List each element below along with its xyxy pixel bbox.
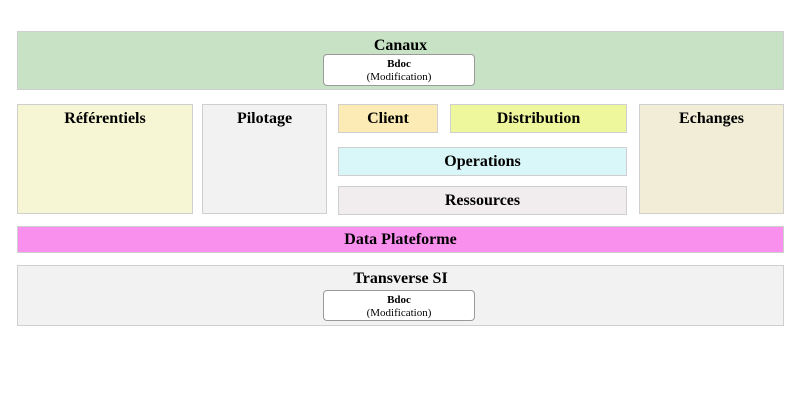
block-distribution: Distribution (450, 104, 627, 133)
block-echanges: Echanges (639, 104, 784, 214)
canaux-bdoc-name: Bdoc (387, 58, 411, 70)
canaux-bdoc-detail: (Modification) (366, 71, 432, 83)
layer-canaux-title: Canaux (373, 37, 428, 54)
layer-transverse-si-title: Transverse SI (353, 270, 448, 287)
block-referentiels: Référentiels (17, 104, 193, 214)
block-client: Client (338, 104, 438, 133)
block-echanges-title: Echanges (679, 110, 744, 127)
canaux-bdoc-box: Bdoc (Modification) (323, 54, 475, 86)
block-ressources: Ressources (338, 186, 627, 215)
block-distribution-title: Distribution (496, 109, 581, 127)
layer-data-plateforme: Data Plateforme (17, 226, 784, 253)
block-client-title: Client (367, 109, 409, 127)
layer-data-plateforme-title: Data Plateforme (344, 230, 457, 248)
transverse-bdoc-detail: (Modification) (366, 307, 432, 319)
block-ressources-title: Ressources (444, 191, 521, 209)
transverse-bdoc-name: Bdoc (387, 294, 411, 306)
transverse-bdoc-box: Bdoc (Modification) (323, 290, 475, 321)
block-operations-title: Operations (444, 152, 521, 170)
layer-transverse-si: Transverse SI Bdoc (Modification) (17, 265, 784, 326)
block-pilotage-title: Pilotage (236, 110, 293, 127)
block-operations: Operations (338, 147, 627, 176)
layer-canaux: Canaux Bdoc (Modification) (17, 31, 784, 90)
block-referentiels-title: Référentiels (64, 110, 146, 127)
block-pilotage: Pilotage (202, 104, 327, 214)
